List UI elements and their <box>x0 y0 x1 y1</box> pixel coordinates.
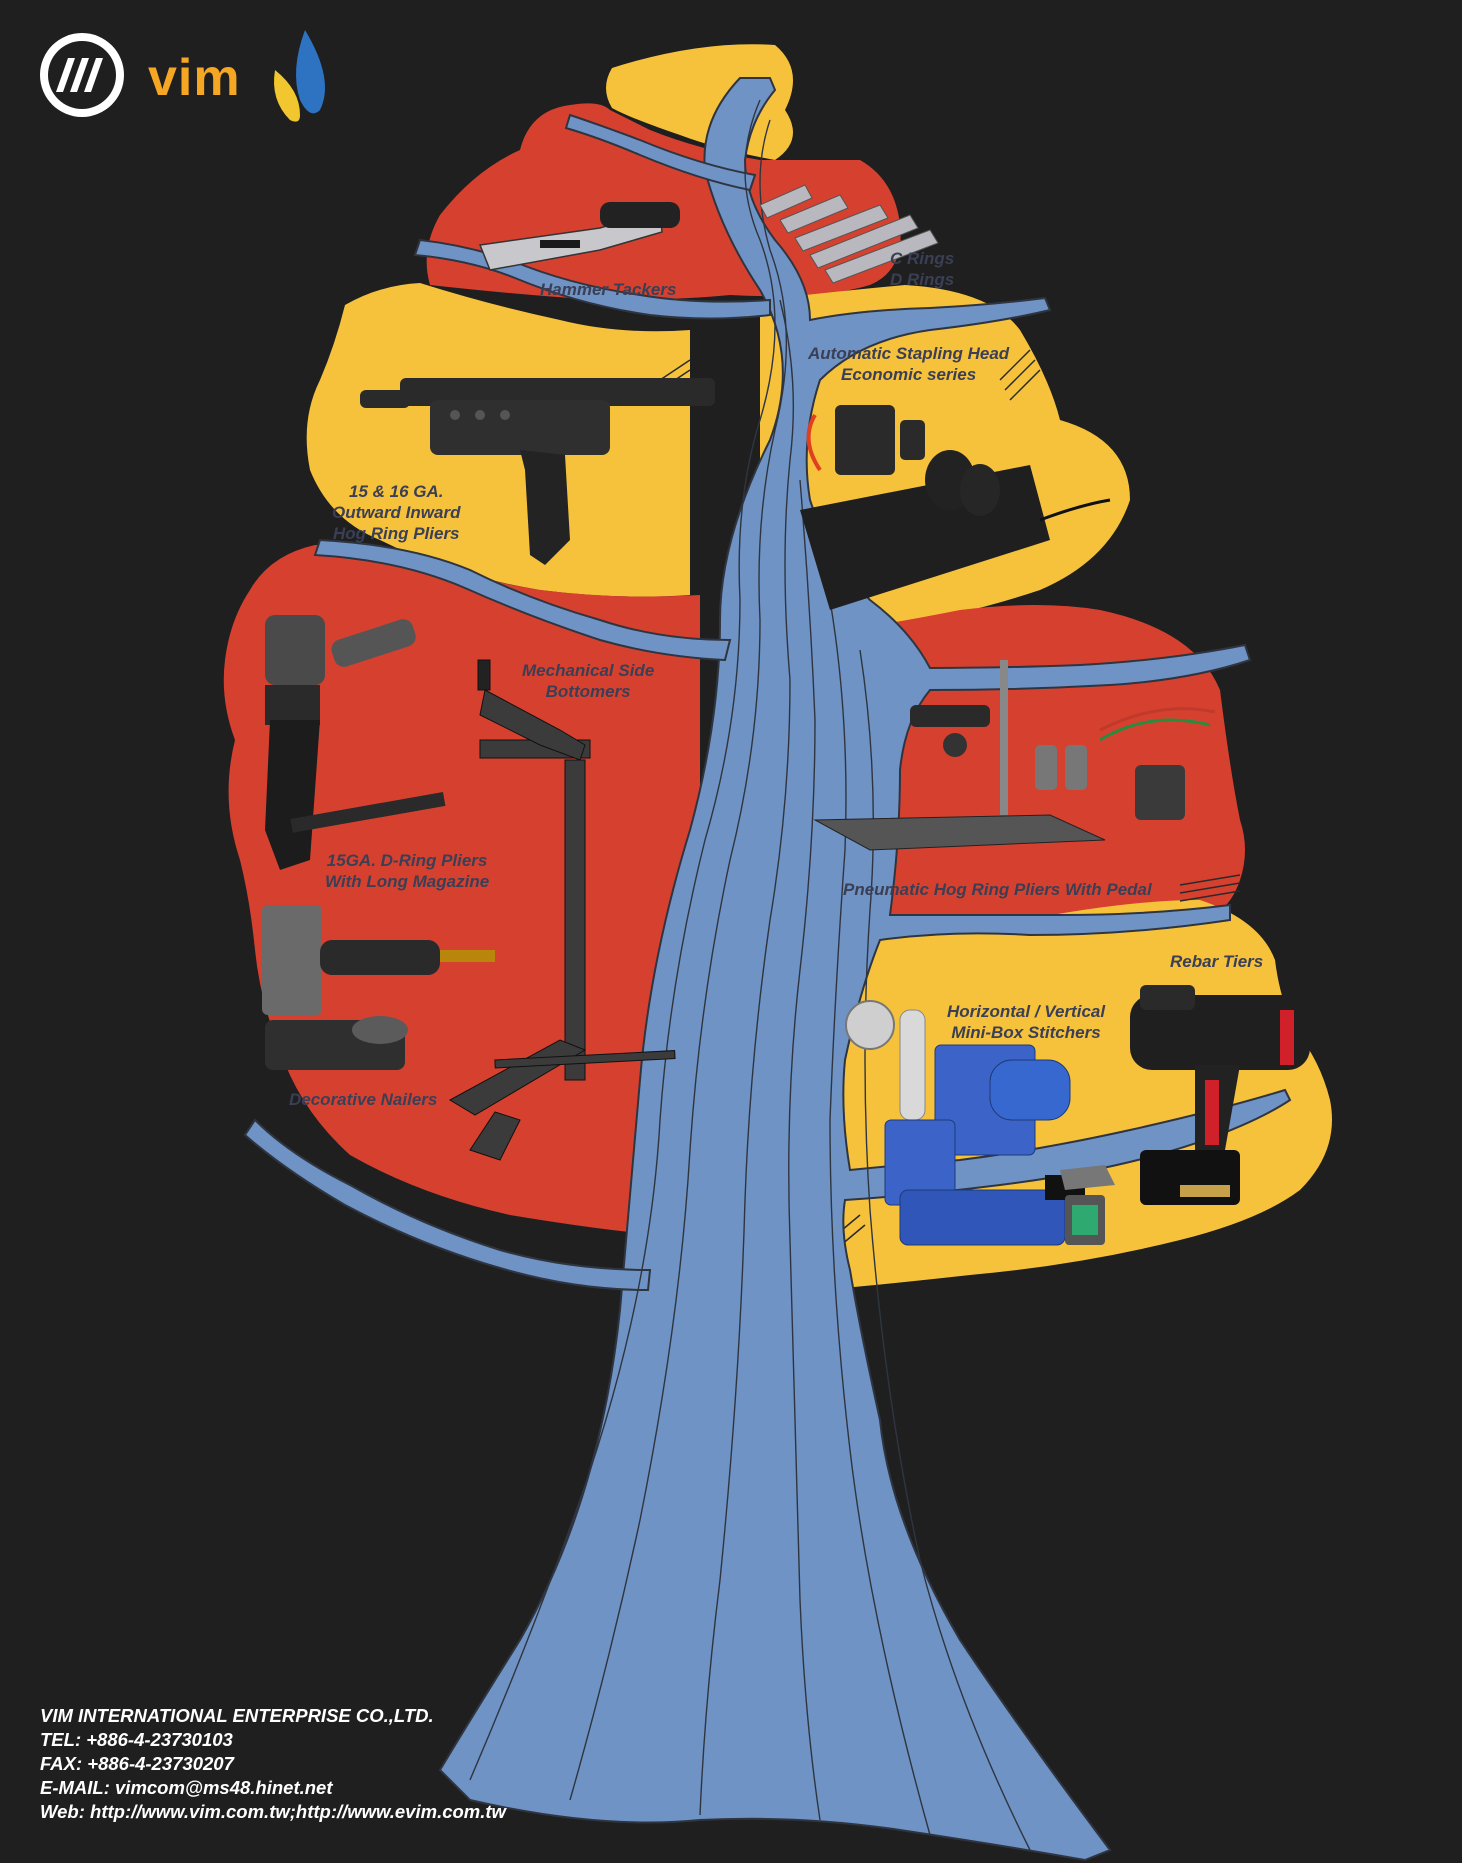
label-d-ring-pliers: 15GA. D-Ring Pliers With Long Magazine <box>325 851 490 891</box>
mini-box-stitcher-icon <box>845 1000 1115 1246</box>
label-hammer-tackers: Hammer Tackers <box>540 280 677 299</box>
label-c-d-rings: C Rings D Rings <box>890 249 955 289</box>
staple-strips-icon <box>759 184 939 284</box>
label-decorative-nailers: Decorative Nailers <box>289 1090 438 1109</box>
fax: FAX: +886-4-23730207 <box>40 1753 234 1774</box>
pedal-plier-station-icon <box>813 660 1216 851</box>
hammer-tacker-icon <box>478 202 680 271</box>
decorative-nailer-icon <box>262 905 495 1070</box>
label-pneumatic-hog-ring-pliers-pedal: Pneumatic Hog Ring Pliers With Pedal <box>843 880 1152 899</box>
pneumatic-hog-ring-plier-icon <box>360 378 715 565</box>
d-ring-plier-icon <box>265 615 446 870</box>
label-hog-ring-pliers: 15 & 16 GA. Outward Inward Hog Ring Plie… <box>332 482 461 543</box>
leaf-logo-icon <box>296 30 325 114</box>
label-rebar-tiers: Rebar Tiers <box>1170 952 1264 971</box>
stapling-head-machine-icon <box>800 405 1111 610</box>
branch-top <box>564 113 757 192</box>
contact-info: VIM INTERNATIONAL ENTERPRISE CO.,LTD. TE… <box>40 1704 506 1824</box>
email: E-MAIL: vimcom@ms48.hinet.net <box>40 1777 333 1798</box>
company-name: VIM INTERNATIONAL ENTERPRISE CO.,LTD. <box>40 1705 434 1726</box>
brand-wordmark: vim <box>148 49 241 107</box>
label-automatic-stapling-head: Automatic Stapling Head Economic series <box>808 344 1010 384</box>
branch-left-lower <box>243 1118 652 1292</box>
side-bottomer-stand-icon <box>448 659 676 1161</box>
website: Web: http://www.vim.com.tw;http://www.ev… <box>40 1801 506 1822</box>
branch-left-mid <box>313 538 732 662</box>
label-mechanical-side-bottomers: Mechanical Side Bottomers <box>522 661 655 701</box>
label-mini-box-stitchers: Horizontal / Vertical Mini-Box Stitchers <box>947 1002 1106 1042</box>
rebar-tier-icon <box>1130 985 1310 1205</box>
vim-logo <box>40 30 325 122</box>
telephone: TEL: +886-4-23730103 <box>40 1729 233 1750</box>
